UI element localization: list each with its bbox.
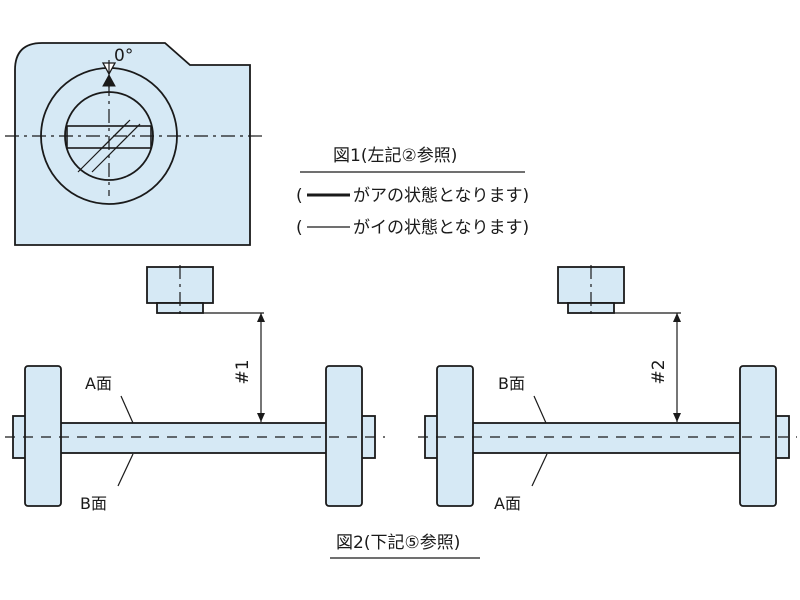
right-bottom-face-label: A面 bbox=[494, 494, 521, 513]
left-shaft bbox=[59, 422, 329, 454]
right-shaft bbox=[471, 422, 743, 454]
right-flange-right bbox=[739, 365, 777, 507]
left-dim-arrow-top bbox=[257, 313, 265, 322]
right-bottom-face-leader bbox=[531, 453, 548, 487]
left-dim-arrow-bottom bbox=[257, 413, 265, 422]
note2-text: がイの状態となります) bbox=[353, 218, 529, 238]
figure1-caption: 図1(左記②参照) bbox=[333, 146, 457, 166]
note2-open: ( bbox=[296, 218, 303, 238]
left-flange-right bbox=[325, 365, 363, 507]
left-flange-left bbox=[24, 365, 62, 507]
right-flange-left bbox=[436, 365, 474, 507]
left-top-face-leader bbox=[120, 395, 134, 424]
right-top-face-label: B面 bbox=[498, 374, 525, 393]
angle-pointer-icon bbox=[101, 60, 117, 88]
right-dim-arrow-top bbox=[673, 313, 681, 322]
right-dimension-label: #2 bbox=[649, 359, 669, 384]
left-bottom-face-leader bbox=[117, 453, 134, 487]
right-top-face-leader bbox=[533, 395, 547, 424]
slot-hatch bbox=[77, 119, 141, 173]
left-top-face-label: A面 bbox=[85, 374, 112, 393]
left-bottom-face-label: B面 bbox=[80, 494, 107, 513]
figure2-right-assembly: #2 B面 A面 bbox=[418, 265, 797, 513]
figure1-drawing: 0° bbox=[5, 42, 262, 246]
note1-open: ( bbox=[296, 186, 303, 206]
figure2-left-assembly: #1 A面 B面 bbox=[5, 265, 385, 513]
figure2-caption: 図2(下記⑤参照) bbox=[336, 533, 460, 553]
angle-label: 0° bbox=[114, 46, 133, 66]
note1-text: がアの状態となります) bbox=[353, 186, 529, 206]
right-dim-arrow-bottom bbox=[673, 413, 681, 422]
left-dimension-label: #1 bbox=[233, 359, 253, 384]
